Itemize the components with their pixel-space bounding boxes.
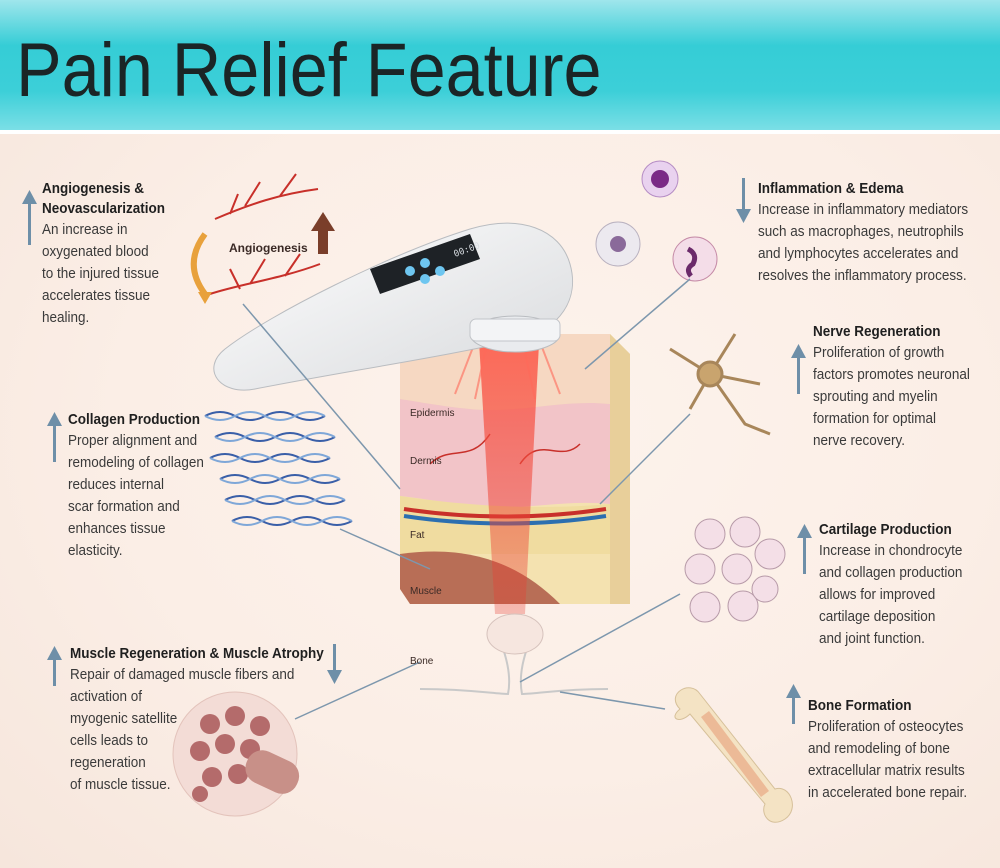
bone-label: Bone (410, 656, 434, 667)
feature-angiogenesis: Angiogenesis & Neovascularization An inc… (42, 179, 212, 329)
dermis-label: Dermis (410, 456, 442, 467)
epidermis-label: Epidermis (410, 408, 455, 419)
bone-illustration (674, 687, 793, 823)
feature-title: Cartilage Production (819, 521, 952, 538)
cycle-arrow (190, 232, 208, 296)
feature-nerve: Nerve Regeneration Proliferation of grow… (813, 322, 998, 452)
feature-cartilage: Cartilage Production Increase in chondro… (819, 520, 997, 650)
feature-muscle: Muscle Regeneration & Muscle Atrophy Rep… (70, 644, 330, 796)
feature-description: Increase in inflammatory mediators such … (758, 201, 969, 284)
feature-title: Muscle Regeneration & Muscle Atrophy (70, 645, 324, 662)
feature-title: Bone Formation (808, 697, 912, 714)
feature-title: Angiogenesis & Neovascularization (42, 180, 166, 217)
page-title: Pain Relief Feature (16, 28, 602, 113)
immune-cells (595, 160, 718, 282)
feature-bone: Bone Formation Proliferation of osteocyt… (808, 696, 998, 804)
feature-description: Proliferation of growth factors promotes… (813, 344, 970, 449)
trend-arrows (22, 178, 812, 724)
bone-joint (419, 613, 609, 696)
feature-description: Repair of damaged muscle fibers and acti… (70, 666, 295, 793)
laser-device (213, 222, 574, 391)
illustration-canvas: 00:00 (22, 160, 812, 823)
feature-description: Proliferation of osteocytes and remodeli… (808, 718, 968, 801)
angiogenesis-label: Angiogenesis (229, 241, 308, 255)
feature-title: Inflammation & Edema (758, 180, 904, 197)
muscle-fibers-illustration (172, 691, 300, 817)
connector-lines (242, 278, 691, 720)
laser-beam (478, 324, 540, 614)
feature-description: Proper alignment and remodeling of colla… (68, 432, 204, 559)
feature-title: Collagen Production (68, 411, 201, 428)
illustration-stage: 00:00 (0, 134, 1000, 868)
collagen-strands (204, 411, 353, 526)
vessel-illustration (209, 173, 321, 295)
feature-collagen: Collagen Production Proper alignment and… (68, 410, 238, 562)
header-banner: Pain Relief Feature (0, 0, 1000, 130)
neuron-illustration (669, 333, 771, 436)
increase-arrow (318, 229, 328, 254)
chondrocytes-illustration (684, 516, 786, 623)
feature-description: Increase in chondrocyte and collagen pro… (819, 542, 963, 647)
fat-label: Fat (410, 530, 425, 541)
muscle-label: Muscle (410, 586, 442, 597)
feature-description: An increase in oxygenated blood to the i… (42, 221, 160, 326)
feature-title: Nerve Regeneration (813, 323, 941, 340)
feature-inflammation: Inflammation & Edema Increase in inflamm… (758, 179, 998, 287)
